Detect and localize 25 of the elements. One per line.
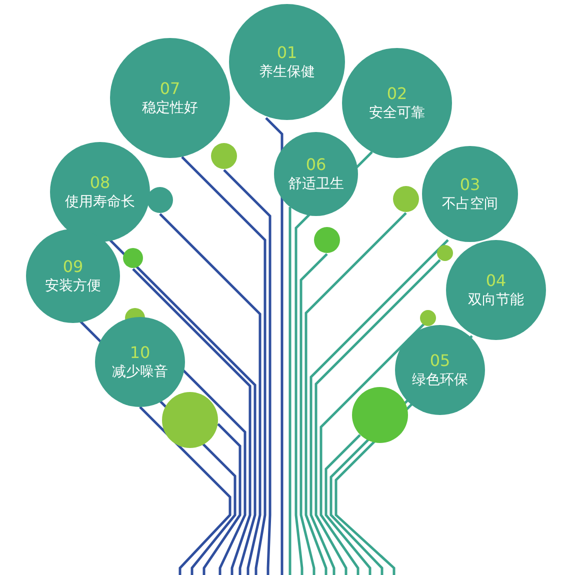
feature-label: 安装方便 <box>45 279 101 293</box>
number-label: 07 <box>160 81 180 97</box>
feature-label: 双向节能 <box>468 293 524 307</box>
wire-line <box>265 117 284 575</box>
number-label: 08 <box>90 175 110 191</box>
feature-label: 绿色环保 <box>412 373 468 387</box>
number-label: 10 <box>130 345 150 361</box>
number-label: 04 <box>486 273 506 289</box>
feature-label: 安全可靠 <box>369 106 425 120</box>
wire-line <box>288 206 292 575</box>
feature-label: 减少噪音 <box>112 365 168 379</box>
number-label: 05 <box>430 353 450 369</box>
wire-line <box>181 156 266 575</box>
feature-label: 不占空间 <box>442 197 498 211</box>
wire-line <box>109 239 256 575</box>
feature-label: 舒适卫生 <box>288 177 344 191</box>
feature-label: 稳定性好 <box>142 101 198 115</box>
number-label: 06 <box>306 157 326 173</box>
number-label: 09 <box>62 259 84 275</box>
number-label: 02 <box>386 86 408 102</box>
feature-label: 使用寿命长 <box>65 195 135 209</box>
wire-line <box>139 406 232 575</box>
number-label: 03 <box>460 177 480 193</box>
number-label: 01 <box>276 45 298 61</box>
feature-label: 养生保健 <box>259 65 315 79</box>
